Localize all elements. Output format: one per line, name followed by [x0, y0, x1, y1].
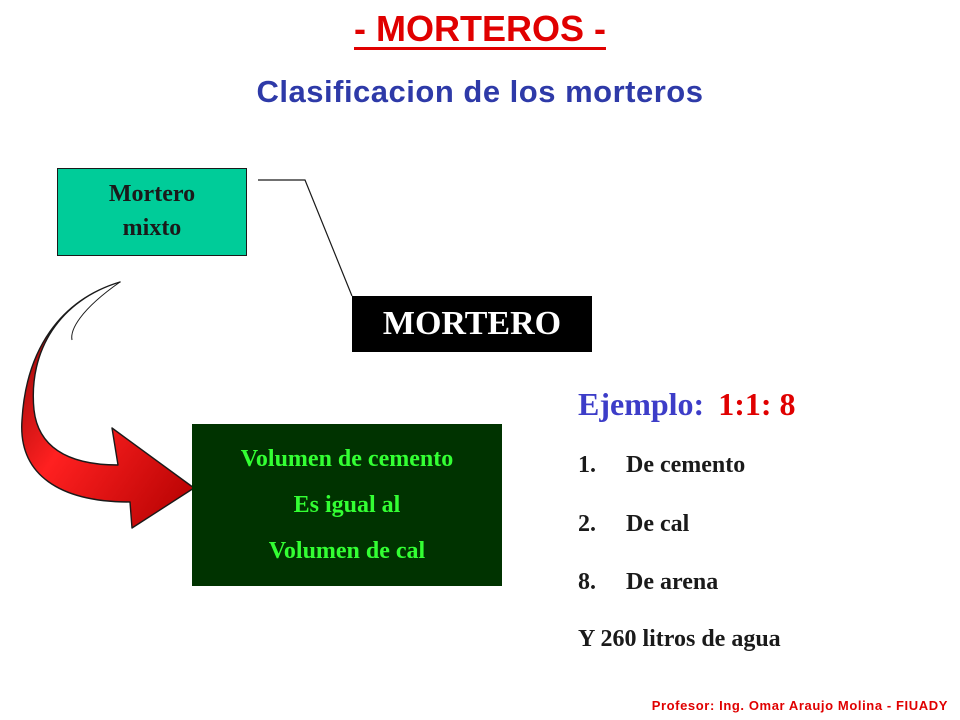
volumen-box: Volumen de cemento Es igual al Volumen d…	[192, 424, 502, 586]
list-item: 2. De cal	[578, 511, 689, 538]
mortero-box: MORTERO	[352, 296, 592, 352]
list-item: 1. De cemento	[578, 452, 745, 479]
water-note: Y 260 litros de agua	[578, 626, 781, 652]
mixto-box-line1: Mortero	[108, 181, 196, 208]
list-item: 8. De arena	[578, 569, 718, 596]
page-subtitle: Clasificacion de los morteros	[256, 74, 704, 109]
footer-credit: Profesor: Ing. Omar Araujo Molina - FIUA…	[651, 698, 948, 713]
mixto-box-line2: mixto	[122, 215, 182, 241]
ejemplo-heading: Ejemplo: 1:1: 8	[578, 386, 796, 423]
list-item-text: De cemento	[626, 452, 746, 478]
list-item-number: 1.	[578, 452, 596, 478]
page-title: - MORTEROS -	[354, 8, 606, 49]
list-item-number: 8.	[578, 569, 596, 595]
ejemplo-label: Ejemplo:	[578, 386, 705, 422]
ejemplo-ratio: 1:1: 8	[718, 386, 796, 422]
list-item-text: De arena	[626, 569, 719, 595]
mortero-mixto-box: Mortero mixto	[57, 168, 247, 256]
list-item-text: De cal	[626, 511, 690, 537]
volumen-box-line3: Volumen de cal	[268, 538, 426, 564]
curved-arrow-icon	[21, 281, 195, 529]
volumen-box-line2: Es igual al	[293, 492, 401, 518]
volumen-box-line1: Volumen de cemento	[240, 446, 454, 472]
list-item-number: 2.	[578, 511, 596, 537]
